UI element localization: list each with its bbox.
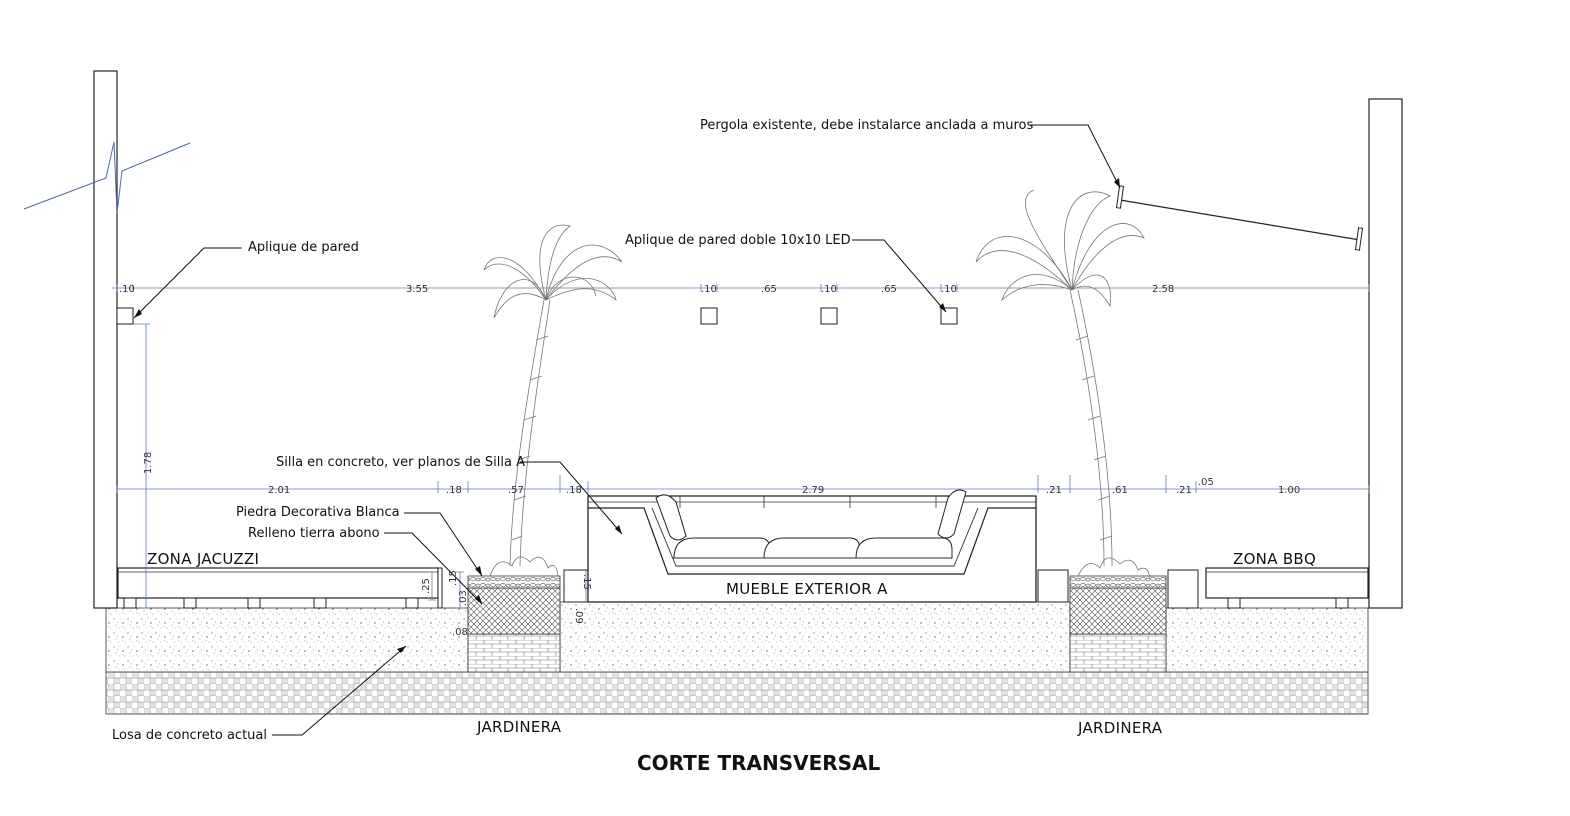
dimension-line-mid [116,475,1370,493]
dim-vert-1: 1.78 [143,452,154,474]
pergola [1115,185,1364,251]
zone-bbq-label: ZONA BBQ [1233,550,1316,568]
dim-mid-2: .18 [446,485,462,496]
gravel-fill [105,601,1369,673]
deck-jacuzzi [117,567,443,609]
dim-mid-4: .18 [566,485,582,496]
dim-mid-7: .61 [1112,485,1128,496]
dim-top-1: .10 [119,284,135,295]
note-pergola: Pergola existente, debe instalarce ancla… [700,118,1033,133]
wall-light-left [116,307,134,325]
planter-left [467,556,561,673]
dim-mid-8: .21 [1176,485,1192,496]
dim-top-2: 3.55 [406,284,428,295]
curb-left [563,569,589,603]
dim-mid-9: .05 [1198,477,1214,488]
dim-vert-6: .09 [573,608,584,624]
curb-right [1167,569,1199,609]
dimension-line-top [112,284,1370,292]
note-led-light: Aplique de pared doble 10x10 LED [625,233,851,248]
wall-light-led-1 [700,307,718,325]
dim-top-4: .65 [761,284,777,295]
dim-mid-10: 1.00 [1278,485,1300,496]
outdoor-furniture [587,489,1037,603]
deck-bbq [1205,567,1369,609]
furniture-label: MUEBLE EXTERIOR A [726,580,888,598]
dim-top-8: 2.58 [1152,284,1174,295]
break-line [23,141,191,214]
dim-vert-2: .25 [421,578,432,594]
note-soil-fill: Relleno tierra abono [248,526,380,541]
palm-left [483,224,623,567]
dimension-line-vert [133,323,587,609]
dim-mid-5: 2.79 [802,485,824,496]
dim-mid-6: .21 [1046,485,1062,496]
drawing-title: CORTE TRANSVERSAL [637,751,881,775]
dim-top-6: .65 [881,284,897,295]
planter-right-label: JARDINERA [1077,719,1163,737]
existing-slab [105,671,1369,715]
dim-top-7: .10 [941,284,957,295]
zone-jacuzzi-label: ZONA JACUZZI [147,550,259,568]
wall-left [93,70,118,609]
curb-mid [1037,569,1069,603]
dim-top-5: .10 [821,284,837,295]
note-concrete-chair: Silla en concreto, ver planos de Silla A [276,455,525,470]
dim-mid-3: .57 [508,485,524,496]
dim-vert-4: .03 [458,590,469,606]
note-wall-light: Aplique de pared [248,240,359,255]
note-white-stone: Piedra Decorativa Blanca [236,505,400,520]
leader-arrows [134,178,1120,653]
dim-top-3: .10 [701,284,717,295]
planter-right [1069,557,1167,673]
dim-vert-3: .15 [448,570,459,586]
dim-vert-5: .08 [452,627,468,638]
dim-vert-7: .15 [581,574,592,590]
palm-right [975,189,1145,567]
note-concrete-slab: Losa de concreto actual [112,728,267,743]
wall-light-led-3 [940,307,958,325]
wall-right [1368,98,1403,609]
wall-light-led-2 [820,307,838,325]
planter-left-label: JARDINERA [476,718,562,736]
dim-mid-1: 2.01 [268,485,290,496]
leader-lines [133,124,1121,736]
